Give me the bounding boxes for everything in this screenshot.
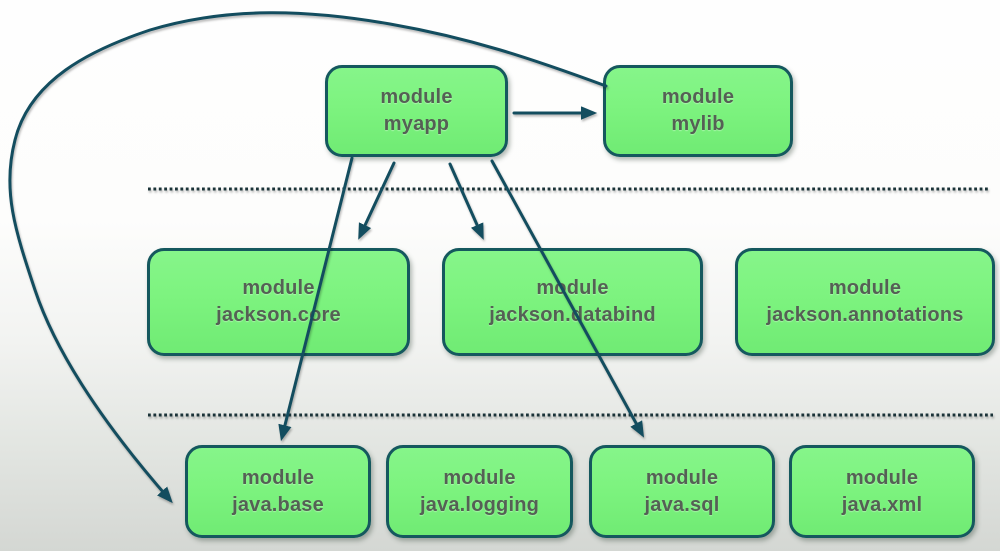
node-java-base-kind: module [241,466,315,489]
node-java-sql: module java.sql [589,445,775,538]
node-java-xml: module java.xml [789,445,975,538]
node-java-logging-name: java.logging [419,493,540,516]
node-myapp-name: myapp [383,113,450,135]
node-jackson-core-name: jackson.core [216,304,341,326]
node-jackson-core: module jackson.core [147,248,410,356]
node-myapp: module myapp [325,65,508,157]
node-jackson-annotations-kind: module [828,277,902,299]
node-java-xml-name: java.xml [841,493,923,516]
node-mylib: module mylib [603,65,793,157]
node-java-base-name: java.base [232,493,324,516]
node-jackson-databind-name: jackson.databind [489,304,656,326]
node-java-logging: module java.logging [386,445,573,538]
node-java-xml-kind: module [845,466,919,489]
node-java-logging-kind: module [443,466,516,489]
node-jackson-annotations: module jackson.annotations [735,248,995,356]
edge-myapp-to-jackson-core [358,161,396,240]
node-jackson-core-kind: module [242,277,315,299]
node-myapp-kind: module [380,86,453,108]
node-jackson-databind-kind: module [536,277,609,299]
node-java-sql-name: java.sql [644,493,720,516]
node-jackson-annotations-name: jackson.annotations [766,304,964,326]
node-mylib-name: mylib [671,113,725,135]
node-java-base: module java.base [185,445,371,538]
node-mylib-kind: module [661,86,735,108]
node-java-sql-kind: module [645,466,719,489]
edge-myapp-to-jackson-databind [448,162,484,240]
node-jackson-databind: module jackson.databind [442,248,703,356]
